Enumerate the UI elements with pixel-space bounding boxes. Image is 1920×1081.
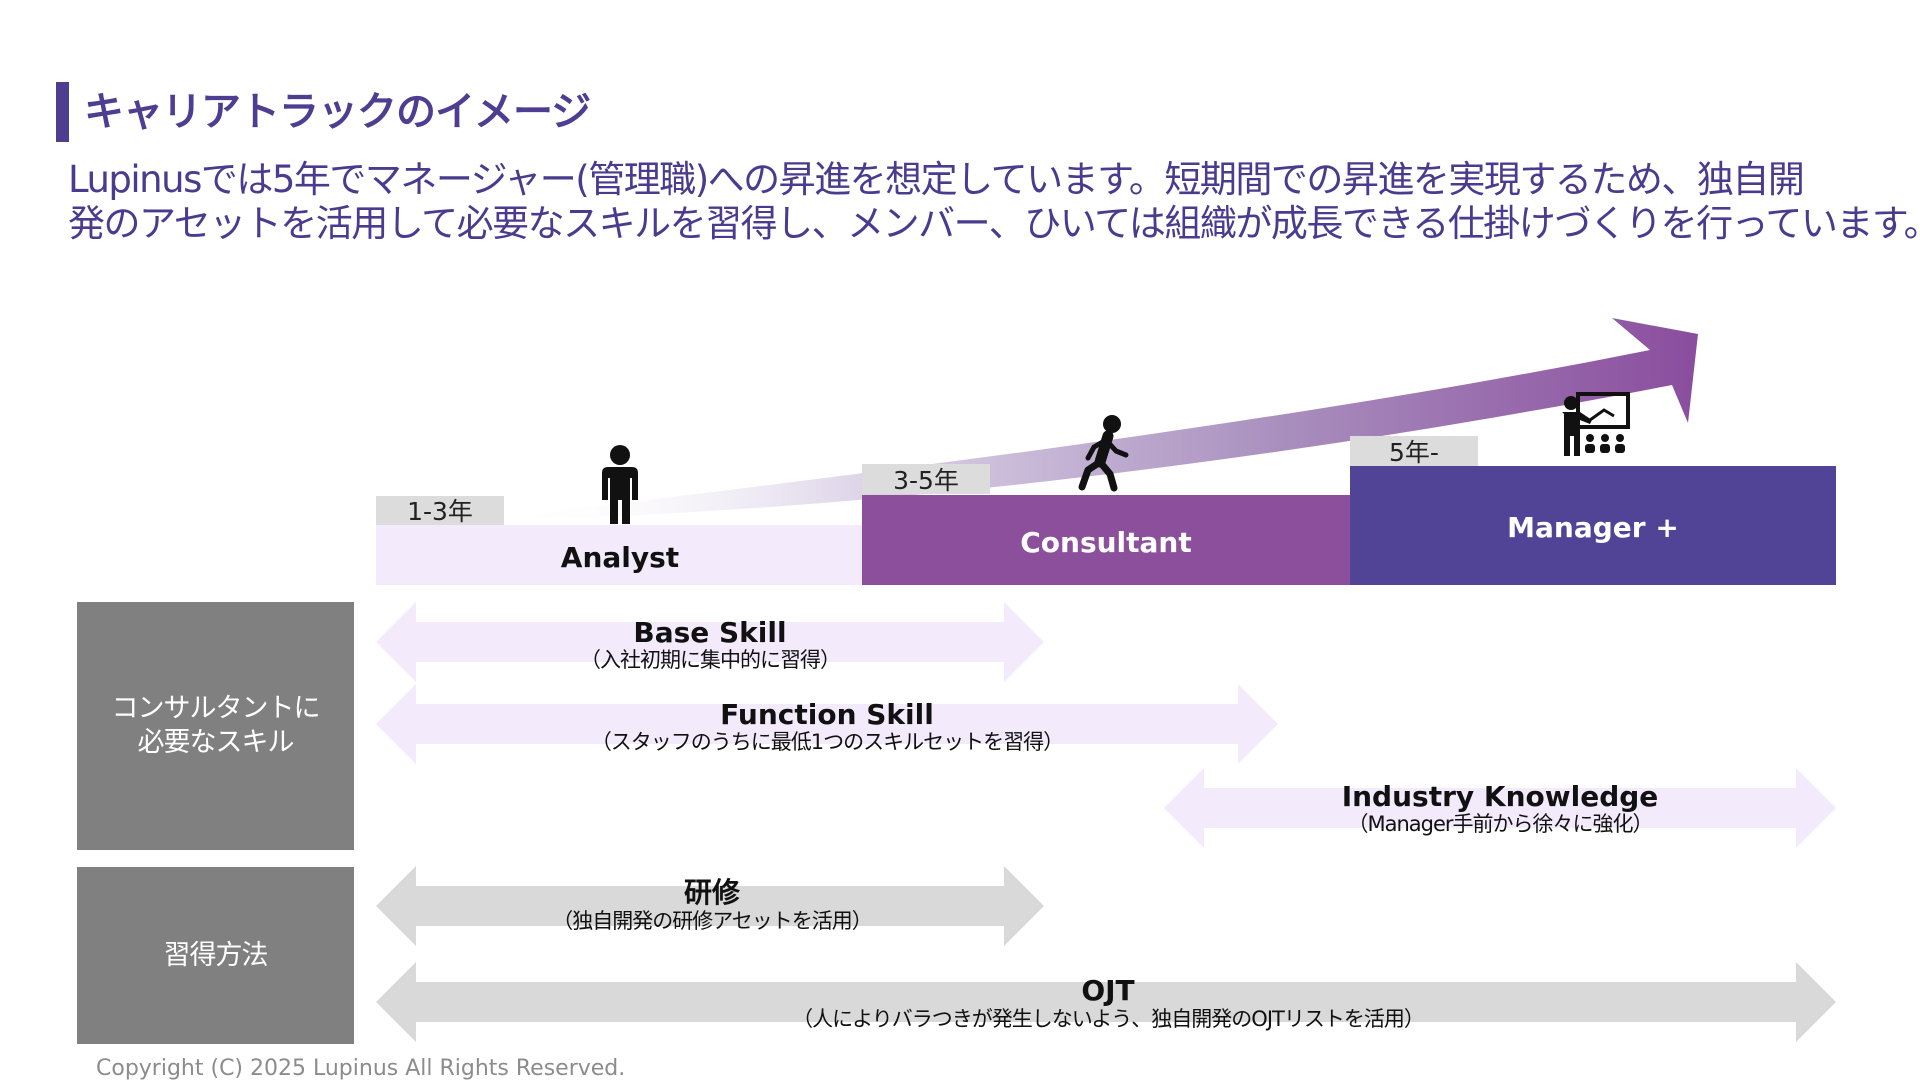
skill-sub-function: （スタッフのうちに最低1つのスキルセットを習得） (591, 730, 1063, 754)
methods-side-label: 習得方法 (163, 939, 269, 971)
stage-bar-manager (1350, 466, 1836, 585)
stage-label-consultant: Consultant (1020, 526, 1192, 559)
year-tag-manager (1350, 436, 1478, 466)
method-title-training: 研修 (684, 876, 741, 909)
skill-title-industry: Industry Knowledge (1342, 780, 1659, 813)
skills-side-label: コンサルタントに 必要なスキル (111, 693, 321, 758)
growth-arrow (505, 318, 1698, 520)
walking-person-icon (1078, 415, 1129, 492)
skill-title-function: Function Skill (720, 698, 934, 731)
year-label-consultant: 3-5年 (893, 466, 959, 495)
presenter-icon (1562, 392, 1630, 456)
lead-line-2: 発のアセットを活用して必要なスキルを習得し、メンバー、ひいては組織が成長できる仕… (68, 202, 1920, 245)
methods-side-box: 習得方法 (77, 867, 354, 1044)
page-title: キャリアトラックのイメージ (84, 89, 591, 135)
method-title-ojt: OJT (1081, 974, 1134, 1007)
skill-arrow-function (376, 684, 1278, 764)
method-sub-training: （独自開発の研修アセットを活用） (552, 909, 872, 933)
stage-bar-consultant (862, 495, 1350, 585)
method-arrow-training (376, 866, 1044, 946)
year-tag-analyst (376, 496, 504, 525)
copyright-text: Copyright (C) 2025 Lupinus All Rights Re… (96, 1056, 626, 1081)
lead-paragraph: Lupinusでは5年でマネージャー(管理職)への昇進を想定しています。短期間で… (68, 158, 1920, 246)
year-label-manager: 5年- (1389, 438, 1439, 467)
skills-side-box: コンサルタントに 必要なスキル (77, 602, 354, 850)
method-sub-ojt: （人によりバラつきが発生しないよう、独自開発のOJTリストを活用） (792, 1007, 1424, 1031)
stage-label-analyst: Analyst (561, 541, 679, 574)
skill-arrow-base (376, 602, 1044, 682)
lead-line-1: Lupinusでは5年でマネージャー(管理職)への昇進を想定しています。短期間で… (68, 158, 1805, 201)
stage-label-manager: Manager + (1507, 511, 1679, 544)
skill-sub-industry: （Manager手前から徐々に強化） (1347, 812, 1652, 836)
method-arrow-ojt (376, 962, 1836, 1042)
title-accent-bar (56, 82, 69, 142)
year-label-analyst: 1-3年 (407, 497, 473, 526)
skill-arrow-industry (1164, 768, 1836, 848)
year-tag-consultant (862, 464, 990, 494)
skill-sub-base: （入社初期に集中的に習得） (580, 648, 840, 672)
standing-person-icon (602, 445, 638, 524)
stage-bar-analyst (376, 525, 862, 585)
skill-title-base: Base Skill (633, 616, 786, 649)
